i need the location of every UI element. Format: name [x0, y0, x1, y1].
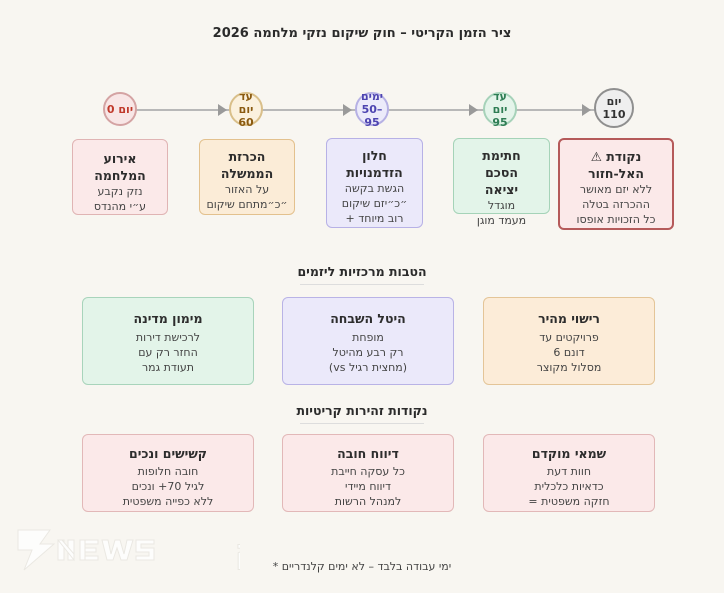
timeline-card-line: ללא יזם מאושר	[579, 183, 653, 196]
svg-text:אפיק: אפיק	[235, 532, 240, 570]
timeline-marker-label: ימים	[360, 89, 384, 103]
timeline-marker-value: 50–95	[361, 102, 383, 129]
timeline-arrow	[469, 104, 478, 116]
timeline-marker-label: יום	[606, 95, 622, 108]
benefit-card-heading: רישוי מהיר	[538, 311, 600, 326]
timeline-marker-day110: יום 110	[594, 88, 634, 128]
footnote: ימי עבודה בלבד – לא ימים קלנדריים *	[272, 560, 452, 573]
benefit-card-line: דונם 6	[553, 346, 585, 359]
timeline-arrow	[218, 104, 227, 116]
warning-card-line: דיווח מיידי	[345, 480, 391, 493]
benefit-card-heading: מימון מדינה	[133, 311, 203, 326]
timeline-arrow	[582, 104, 591, 116]
warning-card-line: למנהל הרשות	[334, 495, 402, 508]
timeline-card-line: על האזור	[224, 183, 270, 196]
benefit-card-line: פרויקטים עד	[539, 331, 599, 344]
section-title-benefits: הטבות מרכזיות ליזמים	[297, 264, 427, 279]
warning-card-heading: קשישים ונכים	[129, 446, 207, 461]
timeline-card-line: ההכרזה בטלה	[582, 198, 650, 211]
warning-card-heading: שמאי מוקדם	[531, 446, 607, 461]
warning-card-elderly-disabled: קשישים ונכים חובה חלופות לגיל 70+ ונכים …	[82, 434, 254, 512]
benefit-card-fast-licensing: רישוי מהיר פרויקטים עד דונם 6 מסלול מקוצ…	[483, 297, 655, 385]
warning-card-early-appraiser: שמאי מוקדם חוות דעת כדאיות כלכלית חזקה מ…	[483, 434, 655, 512]
timeline-card-line: מעמד מוגן	[476, 214, 527, 227]
news-logo-watermark: אפיק	[17, 529, 240, 571]
timeline-card-heading: נקודת ⚠ האל-חזור	[588, 149, 644, 181]
benefit-card-line: לרכישת דירות	[135, 331, 201, 344]
timeline-marker-label: עד יום	[492, 89, 508, 116]
section-divider	[300, 284, 424, 285]
timeline-card-point-of-no-return: נקודת ⚠ האל-חזור ללא יזם מאושר ההכרזה בט…	[558, 138, 674, 230]
warning-card-line: כל עסקה חייבת	[331, 465, 405, 478]
benefit-card-heading: היטל השבחה	[330, 311, 406, 326]
timeline-card-line: הגשת בקשה	[344, 182, 405, 195]
warning-card-mandatory-reporting: דיווח חובה כל עסקה חייבת דיווח מיידי למנ…	[282, 434, 454, 512]
warning-card-line: חובה חלופות	[137, 465, 199, 478]
timeline-marker-day60: עד יום 60	[229, 89, 263, 129]
benefit-card-line: תעודת גמר	[141, 361, 195, 374]
benefit-card-line: החזר רק עם	[138, 346, 198, 359]
timeline-marker-day50-95: ימים 50–95	[355, 89, 389, 129]
benefit-card-line: מסלול מקוצר	[536, 361, 602, 374]
benefit-card-line: (מחצית רגיל vs)	[328, 361, 408, 374]
timeline-card-heading: חתימת הסכם יציאה	[482, 148, 521, 197]
timeline-marker-label: יום 0	[106, 102, 134, 116]
timeline-card-exit-agreement: חתימת הסכם יציאה מוגדל מעמד מוגן	[453, 138, 550, 227]
timeline-card-line: ״כ״יזם שיקום	[341, 197, 408, 210]
benefit-card-line: רק רבע מהיטל	[332, 346, 404, 359]
benefit-card-state-funding: מימון מדינה לרכישת דירות החזר רק עם תעוד…	[82, 297, 254, 385]
timeline-marker-value: 60	[238, 115, 254, 129]
timeline-card-line: ע״י מהנדס	[93, 200, 147, 213]
timeline-card-line: נזק נקבע	[97, 185, 143, 198]
timeline-card-heading: הכרזת הממשלה	[220, 149, 274, 181]
timeline-card-heading: אירוע המלחמה	[94, 151, 146, 183]
timeline-arrow	[343, 104, 352, 116]
timeline-card-government-declaration: הכרזת הממשלה על האזור ״כ״מתחם שיקום	[199, 139, 295, 215]
warning-card-line: חזקה משפטית =	[528, 495, 610, 508]
timeline-card-war-event: אירוע המלחמה נזק נקבע ע״י מהנדס	[72, 139, 168, 215]
page-title: ציר הזמן הקריטי – חוק שיקום נזקי מלחמה 2…	[212, 26, 512, 41]
warning-card-line: חוות דעת	[546, 465, 592, 478]
warning-card-heading: דיווח חובה	[337, 446, 399, 461]
warning-card-line: ללא כפייה משפטית	[122, 495, 214, 508]
timeline-marker-value: 95	[492, 115, 508, 129]
timeline-card-heading: חלון הזדמנויות	[346, 148, 403, 180]
timeline-card-opportunity-window: חלון הזדמנויות הגשת בקשה ״כ״יזם שיקום רו…	[326, 138, 423, 228]
timeline-marker-day95: עד יום 95	[483, 89, 517, 129]
timeline-card-line: ״כ״מתחם שיקום	[206, 198, 288, 211]
section-title-warnings: נקודות זהירות קריטיות	[296, 403, 428, 418]
warning-card-line: כדאיות כלכלית	[534, 480, 604, 493]
timeline-card-line: רוב מיוחד +	[345, 212, 404, 225]
timeline-card-line: כל הזכויות אופסו	[576, 213, 656, 226]
timeline-marker-label: עד יום	[238, 89, 254, 116]
benefit-card-line: מופחת	[352, 331, 384, 344]
section-divider	[300, 423, 424, 424]
warning-card-line: לגיל 70+ ונכים	[131, 480, 205, 493]
timeline-marker-day0: יום 0	[103, 92, 137, 126]
timeline-marker-value: 110	[602, 108, 626, 121]
benefit-card-betterment-levy: היטל השבחה מופחת רק רבע מהיטל (מחצית רגי…	[282, 297, 454, 385]
timeline-card-line: מוגדל	[487, 199, 516, 212]
